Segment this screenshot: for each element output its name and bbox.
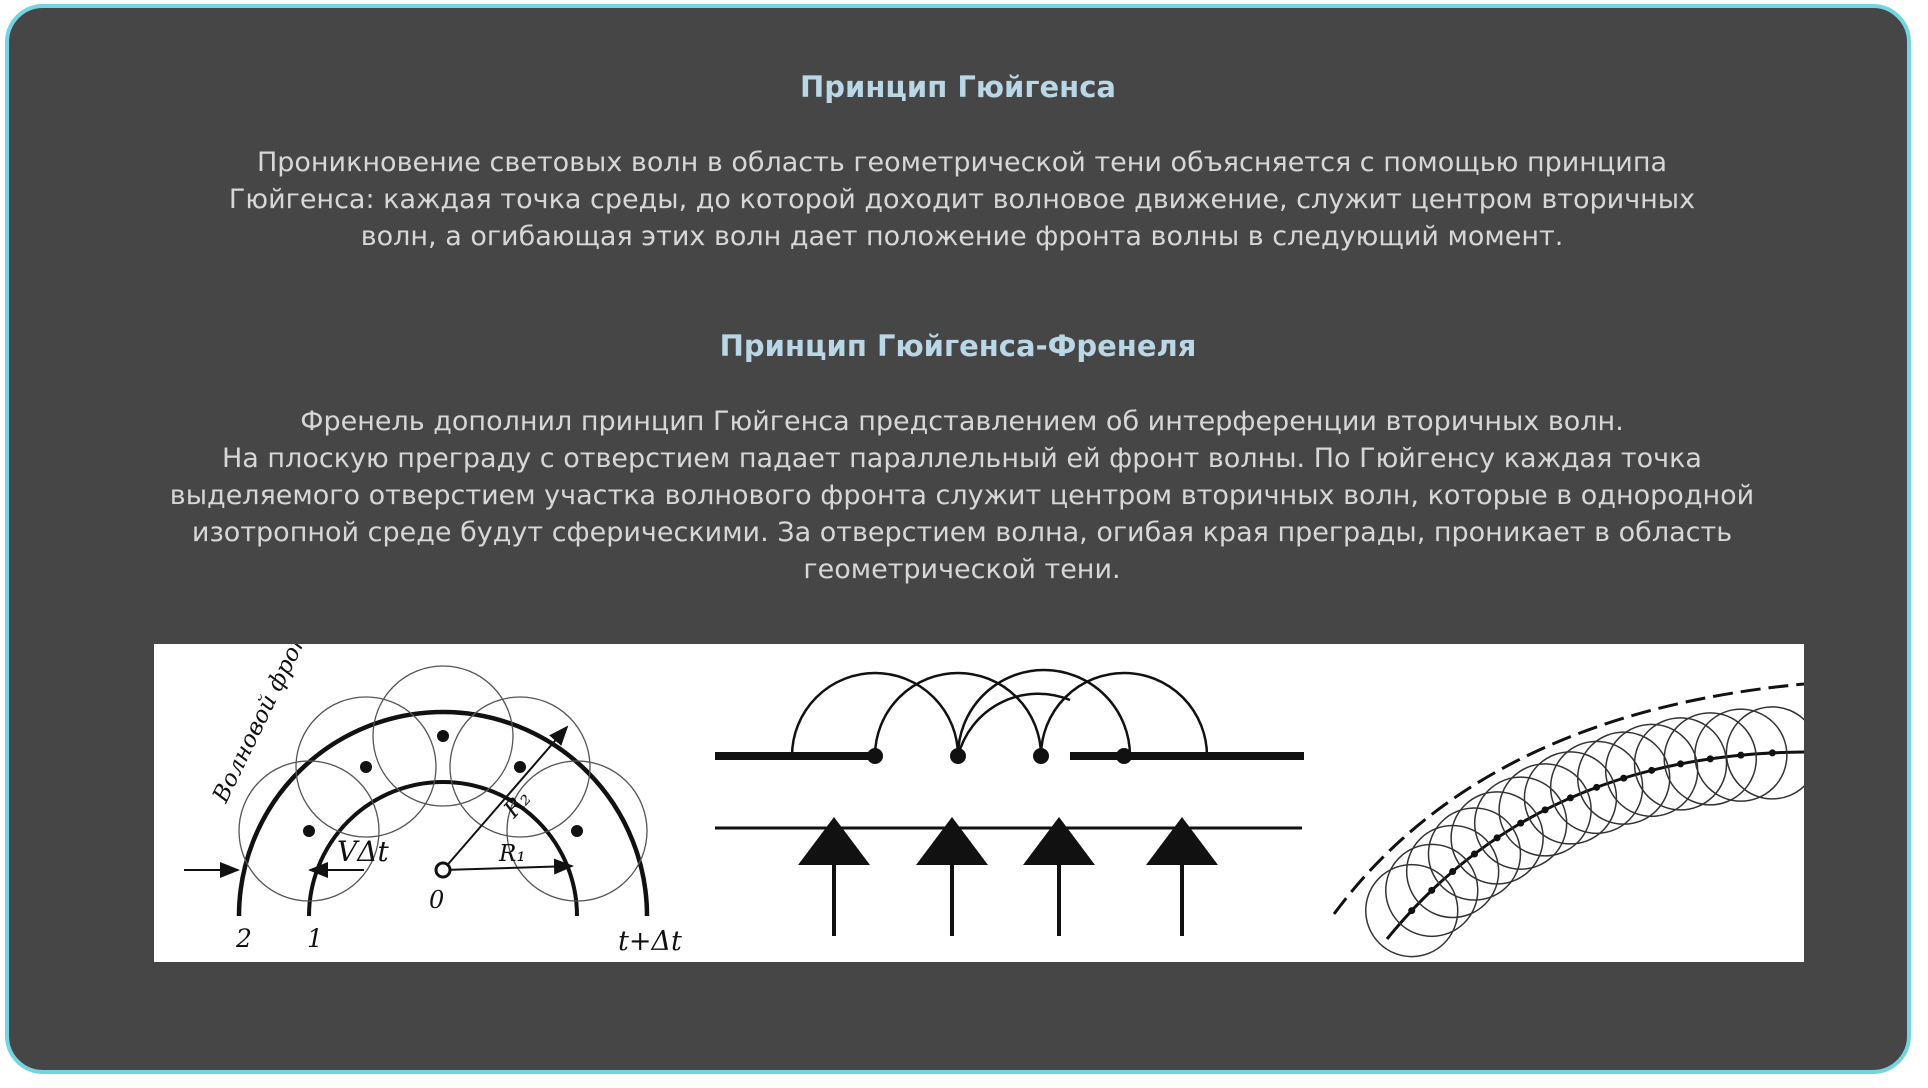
v-dt-label: VΔt [337,835,389,868]
front-point [1677,760,1685,768]
fresnel-line: изотропной среде будут сферическими. За … [191,517,1733,548]
origin-label: 0 [429,886,444,914]
wavelet [956,668,1132,757]
front-point [514,761,526,773]
wavelet [295,696,437,838]
r2-label: R₂ [498,786,536,824]
front-point [303,825,315,837]
r1-label: R₁ [498,841,526,867]
wavefront-label: Волновой фронт [208,644,323,808]
front-point [571,825,583,837]
wavelet [873,671,1043,757]
huygens-line: волн, а огибающая этих волн дает положен… [360,221,1564,252]
huygens-fresnel-paragraph: Френель дополнил принцип Гюйгенса предст… [69,403,1855,588]
huygens-line: Гюйгенса: каждая точка среды, до которой… [228,184,1696,215]
front-point [1517,819,1525,827]
front-2-label: 2 [235,924,252,953]
wavelet [1385,843,1479,938]
front-point [1566,794,1574,802]
wavelet [1039,671,1209,757]
front-point [1470,850,1478,858]
wavelet [790,671,960,757]
huygens-spherical-diagram: Волновой фронт VΔt R₁ R₂ 0 2 1 t+Δt [184,644,682,957]
front-point [1593,783,1601,791]
huygens-line: Проникновение световых волн в область ге… [256,147,1668,178]
time-label: t+Δt [618,926,682,957]
wavelet [372,665,514,807]
outer-wavefront [236,709,650,917]
front-point [1541,806,1549,814]
front-1-label: 1 [307,924,323,953]
front-point [1449,867,1457,875]
aperture-point [1116,748,1132,764]
huygens-title: Принцип Гюйгенса [800,70,1116,104]
huygens-paragraph: Проникновение световых волн в область ге… [69,144,1855,255]
front-point [1737,751,1745,759]
wavelet [1663,712,1758,806]
wavelet [1725,706,1804,800]
front-point [1768,749,1776,757]
front-point [1620,774,1628,782]
aperture-point [867,748,883,764]
front-point [1408,907,1416,915]
aperture-point [1033,748,1049,764]
front-point [360,761,372,773]
huygens-fresnel-title: Принцип Гюйгенса-Френеля [719,329,1197,363]
wavelet [1427,807,1522,901]
origin-point [434,861,452,879]
curved-front-diagram [1332,682,1804,958]
front-point [1428,886,1436,894]
fresnel-line: выделяемого отверстием участка волнового… [169,480,1755,511]
wavelet [238,760,380,902]
wavelet [956,692,1071,757]
fresnel-line: Френель дополнил принцип Гюйгенса предст… [300,406,1624,437]
wavelet [506,760,648,902]
front-point [1706,755,1714,763]
front-point [1493,834,1501,842]
source-front [1385,750,1804,940]
wavelet [1576,731,1671,825]
wavelet [1694,708,1788,802]
wavelet [449,696,591,838]
fresnel-line: На плоскую преграду с отверстием падает … [222,443,1702,474]
aperture-point [950,748,966,764]
aperture-diagram [715,668,1304,936]
envelope-front [1332,682,1804,915]
figures-strip: Волновой фронт VΔt R₁ R₂ 0 2 1 t+Δt [154,644,1804,962]
wavelet [1633,717,1728,811]
slide-card: Принцип Гюйгенса Проникновение световых … [5,4,1911,1074]
wavelet [1523,751,1618,845]
front-point [437,730,449,742]
fresnel-line: геометрической тени. [803,554,1121,585]
inner-wavefront [307,780,579,917]
wavelet [1450,791,1544,885]
front-point [1648,766,1656,774]
wavelet [1364,863,1459,958]
